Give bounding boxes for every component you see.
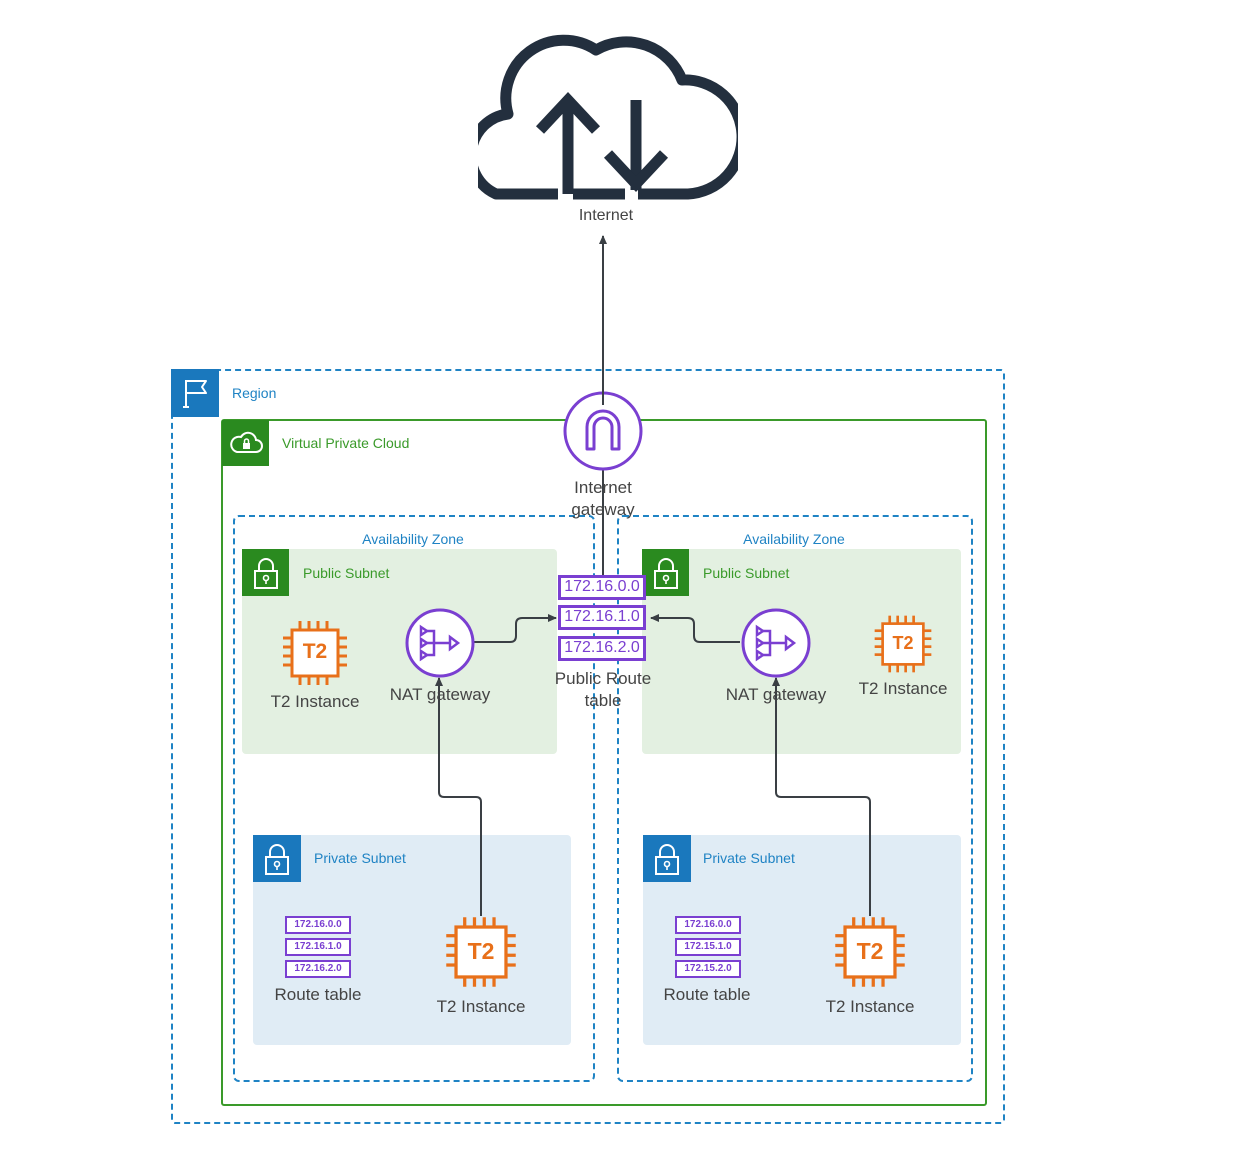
route-entry: 172.16.2.0 — [285, 960, 351, 978]
route-entry: 172.15.1.0 — [675, 938, 741, 956]
private-subnet-2-badge — [643, 835, 691, 882]
internet-gateway-label-line1: Internet — [574, 478, 632, 497]
t2-instance-icon[interactable] — [872, 613, 934, 675]
vpc-label: Virtual Private Cloud — [282, 435, 410, 451]
public-subnet-1-badge — [242, 549, 289, 596]
route-entry: 172.16.2.0 — [558, 636, 646, 661]
private-route-table-2[interactable]: 172.16.0.0 172.15.1.0 172.15.2.0 — [675, 916, 741, 978]
t2-instance-label: T2 Instance — [270, 692, 360, 711]
t2-chip-label: T2 — [856, 938, 884, 964]
lock-icon — [253, 557, 278, 589]
availability-zone-1-label: Availability Zone — [362, 531, 464, 547]
nat-gateway-icon[interactable] — [404, 607, 476, 679]
route-entry: 172.16.0.0 — [285, 916, 351, 934]
private-subnet-1-badge — [253, 835, 301, 882]
t2-instance-icon[interactable] — [832, 914, 908, 990]
private-subnet-2-label: Private Subnet — [703, 850, 795, 866]
nat-gateway-label: NAT gateway — [725, 685, 827, 704]
vpc-badge — [222, 420, 269, 466]
t2-instance-label: T2 Instance — [436, 997, 526, 1016]
public-subnet-2-badge — [642, 549, 689, 596]
availability-zone-1 — [233, 515, 595, 1082]
lock-icon — [655, 843, 679, 875]
public-route-table-label-line2: table — [584, 691, 622, 710]
cloud-upload-download-icon[interactable] — [478, 22, 738, 202]
t2-instance-icon[interactable] — [443, 914, 519, 990]
internet-gateway-label-line2: gateway — [571, 500, 635, 519]
t2-instance-icon[interactable] — [280, 618, 350, 688]
cloud-lock-icon — [229, 431, 263, 453]
route-entry: 172.15.2.0 — [675, 960, 741, 978]
route-entry: 172.16.0.0 — [558, 575, 646, 600]
region-label: Region — [232, 385, 277, 401]
public-route-table-label-line1: Public Route — [554, 669, 652, 688]
lock-icon — [265, 843, 289, 875]
public-route-table-label: Public Route table — [543, 668, 663, 712]
internet-gateway-icon[interactable] — [563, 391, 643, 471]
route-entry: 172.16.1.0 — [285, 938, 351, 956]
private-subnet-1-label: Private Subnet — [314, 850, 406, 866]
route-table-label: Route table — [274, 985, 362, 1004]
t2-instance-label: T2 Instance — [858, 679, 948, 698]
t2-instance-label: T2 Instance — [825, 997, 915, 1016]
nat-gateway-icon[interactable] — [740, 607, 812, 679]
internet-label: Internet — [578, 207, 634, 224]
availability-zone-2 — [617, 515, 973, 1082]
public-route-table[interactable]: 172.16.0.0 172.16.1.0 172.16.2.0 — [558, 575, 646, 661]
region-badge — [171, 369, 219, 417]
flag-icon — [183, 380, 207, 408]
public-subnet-2-label: Public Subnet — [703, 565, 790, 581]
t2-chip-label: T2 — [302, 640, 328, 663]
region-group — [171, 369, 1005, 1124]
route-entry: 172.16.1.0 — [558, 605, 646, 630]
t2-chip-label: T2 — [892, 633, 914, 653]
public-subnet-1-label: Public Subnet — [303, 565, 390, 581]
availability-zone-2-label: Availability Zone — [743, 531, 845, 547]
lock-icon — [653, 557, 678, 589]
nat-gateway-label: NAT gateway — [389, 685, 491, 704]
route-entry: 172.16.0.0 — [675, 916, 741, 934]
private-route-table-1[interactable]: 172.16.0.0 172.16.1.0 172.16.2.0 — [285, 916, 351, 978]
internet-gateway-label: Internet gateway — [543, 477, 663, 521]
route-table-label: Route table — [663, 985, 751, 1004]
t2-chip-label: T2 — [467, 938, 495, 964]
